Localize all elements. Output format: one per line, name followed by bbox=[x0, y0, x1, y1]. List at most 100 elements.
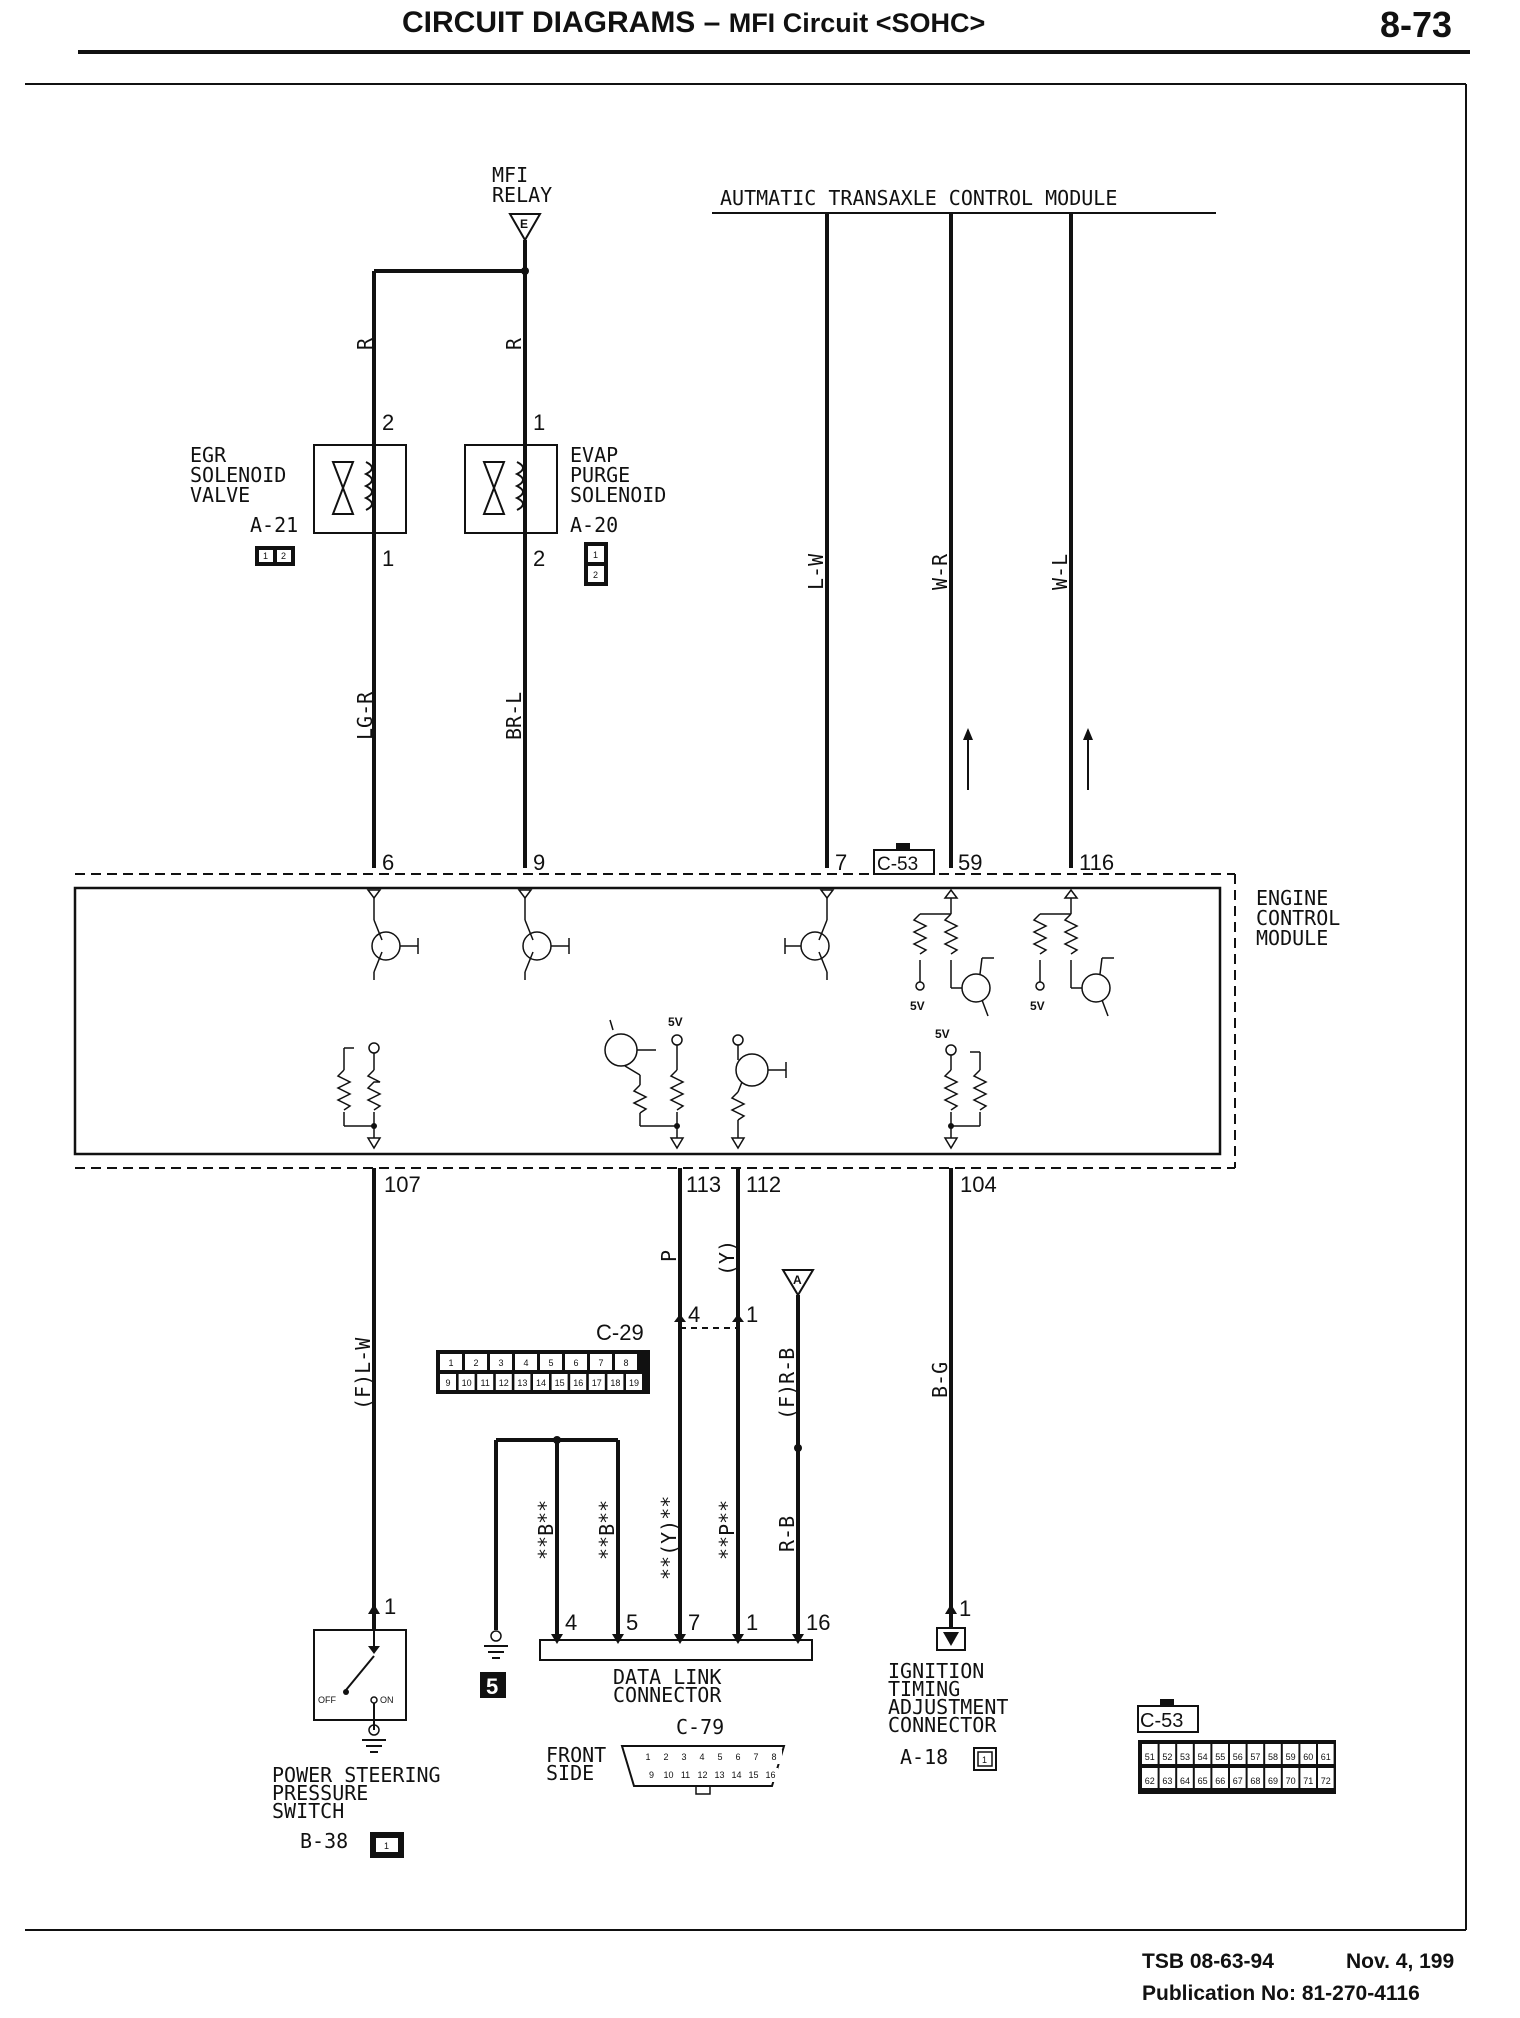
pin-ecm-107: 107 bbox=[384, 1172, 421, 1197]
c53-row1-cell bbox=[1177, 1744, 1193, 1764]
c53-row1-pin: 57 bbox=[1250, 1752, 1260, 1762]
egr-label-2: SOLENOID bbox=[190, 463, 286, 487]
wire-label-p: P bbox=[657, 1250, 681, 1262]
evap-box bbox=[464, 444, 558, 534]
c53-row2-cell bbox=[1300, 1768, 1316, 1788]
c53-row2-pin: 69 bbox=[1268, 1776, 1278, 1786]
c29-row2-pin: 17 bbox=[592, 1378, 602, 1388]
c29-row1-cell bbox=[565, 1354, 587, 1370]
ground-ref-icon bbox=[480, 1672, 506, 1698]
pin-c29-4: 4 bbox=[688, 1302, 700, 1327]
pin-dlc-1: 1 bbox=[746, 1610, 758, 1635]
ecm-input-113: 5V bbox=[604, 1015, 685, 1150]
atcm: AUTMATIC TRANSAXLE CONTROL MODULE bbox=[712, 186, 1216, 214]
c29-row2-cell bbox=[495, 1374, 512, 1390]
wire-label-r1: R bbox=[353, 337, 377, 350]
c53-row2-pin: 68 bbox=[1250, 1776, 1260, 1786]
c29-row1-pin: 4 bbox=[523, 1358, 528, 1368]
c53-row2-cell bbox=[1230, 1768, 1246, 1788]
pin-dlc-5: 5 bbox=[626, 1610, 638, 1635]
c79-row1-pin: 7 bbox=[753, 1752, 758, 1762]
pss-off-label: OFF bbox=[318, 1695, 336, 1705]
c53-row2-pin: 70 bbox=[1286, 1776, 1296, 1786]
ign-label-1: IGNITION bbox=[888, 1659, 984, 1683]
c79-row1-cell bbox=[712, 1750, 728, 1764]
pss-label-2: PRESSURE bbox=[272, 1781, 368, 1805]
footer-tsb: TSB 08-63-94 bbox=[1142, 1950, 1274, 1973]
c53-row2-pin: 63 bbox=[1162, 1776, 1172, 1786]
c29-row2-pin: 9 bbox=[445, 1378, 450, 1388]
footer-date: Nov. 4, 199 bbox=[1346, 1950, 1455, 1973]
c79-row2-cell bbox=[695, 1768, 710, 1782]
c79-row1-cell bbox=[748, 1750, 764, 1764]
egr-ref: A-21 bbox=[250, 513, 298, 537]
c53-row1-pin: 58 bbox=[1268, 1752, 1278, 1762]
c29-row2-pin: 13 bbox=[517, 1378, 527, 1388]
c29-row1-pin: 5 bbox=[548, 1358, 553, 1368]
evap-ref: A-20 bbox=[570, 513, 618, 537]
pss-on-label: ON bbox=[380, 1695, 394, 1705]
evap-purge-solenoid: 1 2 EVAP PURGE SOLENOID A-20 1 2 bbox=[464, 410, 666, 586]
pin-ecm-7: 7 bbox=[835, 850, 847, 875]
c29-row1-cell bbox=[440, 1354, 462, 1370]
ground-symbol bbox=[484, 1630, 508, 1659]
pin-dlc-7: 7 bbox=[688, 1610, 700, 1635]
c53-bottom-label: C-53 bbox=[1140, 1710, 1183, 1732]
c29-row2-cell bbox=[588, 1374, 605, 1390]
egr-label-1: EGR bbox=[190, 443, 227, 467]
c79-row1-pin: 2 bbox=[663, 1752, 668, 1762]
c79-row2-pin: 14 bbox=[731, 1770, 741, 1780]
c53-row1-cell bbox=[1212, 1744, 1228, 1764]
c53-row1-cell bbox=[1159, 1744, 1176, 1764]
mfi-relay: MFI RELAY E bbox=[492, 163, 552, 243]
pin-dlc-16: 16 bbox=[806, 1610, 830, 1635]
c53-row2-pin: 62 bbox=[1145, 1776, 1155, 1786]
pss-conn-pin-1: 1 bbox=[384, 1841, 389, 1851]
c29-row2-cell bbox=[533, 1374, 549, 1390]
wire-label-y2: **(Y)** bbox=[657, 1496, 681, 1580]
c53-row2-cell bbox=[1142, 1768, 1158, 1788]
c53-row1-pin: 59 bbox=[1286, 1752, 1296, 1762]
mfi-relay-label-1: MFI bbox=[492, 163, 528, 187]
wire-label-lw: L-W bbox=[804, 553, 828, 590]
c79-row1-pin: 6 bbox=[735, 1752, 740, 1762]
wire-label-brl: BR-L bbox=[502, 692, 526, 740]
ign-label-3: ADJUSTMENT bbox=[888, 1695, 1008, 1719]
c53-row1-pin: 52 bbox=[1162, 1752, 1172, 1762]
evap-label-2: PURGE bbox=[570, 463, 630, 487]
c29-row2-cell bbox=[440, 1374, 456, 1390]
c79-row2-cell bbox=[729, 1768, 744, 1782]
wire-label-wl: W-L bbox=[1048, 554, 1072, 590]
pin-egr-top: 2 bbox=[382, 410, 394, 435]
wire-label-wr: W-R bbox=[928, 553, 952, 590]
title-dash: – bbox=[703, 6, 721, 39]
c53-top-icon: C-53 bbox=[873, 843, 935, 875]
wire-label-b1: **B** bbox=[534, 1500, 558, 1560]
ecm-driver-lw bbox=[784, 889, 835, 980]
front-side-label-1: FRONT bbox=[546, 1743, 606, 1767]
ign-label-4: CONNECTOR bbox=[888, 1713, 997, 1737]
wire-label-y: (Y) bbox=[715, 1240, 739, 1276]
c53-row2-pin: 64 bbox=[1180, 1776, 1190, 1786]
egr-conn-pin-2: 2 bbox=[281, 551, 286, 561]
c29-row1-cell bbox=[490, 1354, 512, 1370]
c79-row1-pin: 4 bbox=[699, 1752, 704, 1762]
evap-label-1: EVAP bbox=[570, 443, 618, 467]
c29-row2-pin: 15 bbox=[555, 1378, 565, 1388]
engine-control-module: ENGINE CONTROL MODULE bbox=[73, 873, 1340, 1169]
c53-row1-pin: 53 bbox=[1180, 1752, 1190, 1762]
c53-row1-cell bbox=[1230, 1744, 1246, 1764]
c29-row2-cell bbox=[626, 1374, 642, 1390]
power-steering-pressure-switch: 1 OFF ON POWER STEERING PRESSURE SWITCH … bbox=[272, 1594, 441, 1858]
pin-ecm-112: 112 bbox=[746, 1172, 781, 1197]
c29-row1-pin: 3 bbox=[498, 1358, 503, 1368]
c29-row2-cell bbox=[514, 1374, 531, 1390]
pin-ecm-104: 104 bbox=[960, 1172, 997, 1197]
ecm-input-112 bbox=[730, 1034, 787, 1150]
c79-row2-pin: 13 bbox=[714, 1770, 724, 1780]
pin-ecm-59: 59 bbox=[958, 850, 982, 875]
c79-row2-cell bbox=[712, 1768, 727, 1782]
c29-row1-pin: 1 bbox=[448, 1358, 453, 1368]
